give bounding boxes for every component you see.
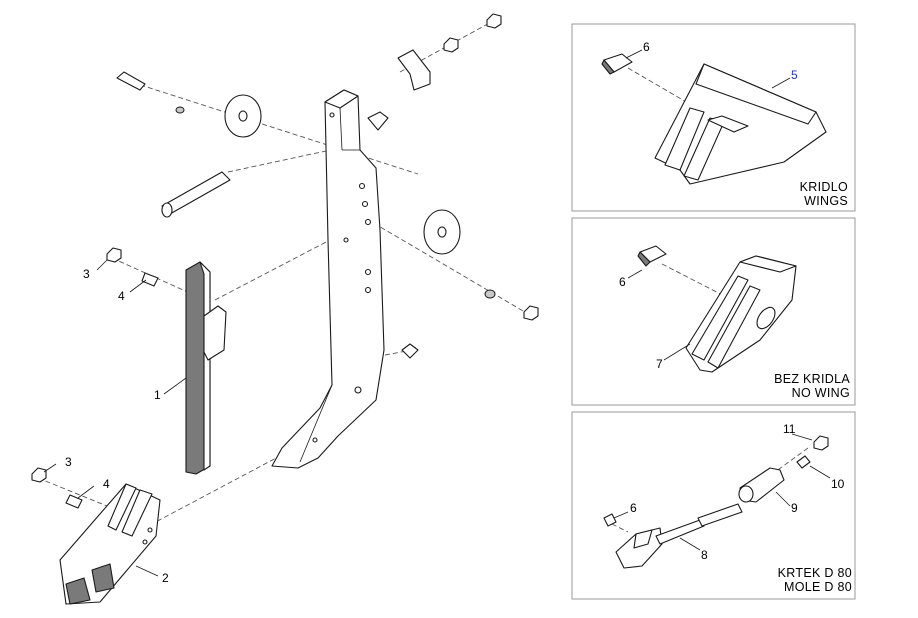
panel-mole-caption-en: MOLE D 80 [783, 580, 852, 594]
upper-fasteners [106, 247, 159, 287]
panel-mole [571, 411, 856, 600]
top-bolt [116, 71, 262, 138]
long-pin [161, 171, 231, 218]
callout-6-mole: 6 [630, 501, 637, 515]
callout-2: 2 [162, 571, 169, 585]
callout-3-lower: 3 [65, 455, 72, 469]
panel-mole-caption-cz: KRTEK D 80 [777, 566, 852, 580]
bracket-plate [397, 49, 431, 91]
callout-6-no-wing: 6 [619, 275, 626, 289]
part-1-shank-guard [185, 261, 227, 475]
panel-wings-caption: KRIDLO WINGS [740, 180, 848, 208]
callout-9: 9 [791, 501, 798, 515]
panel-no-wing-caption-en: NO WING [791, 386, 850, 400]
callout-6-wings: 6 [643, 40, 650, 54]
shank-frame [271, 89, 385, 469]
part-2-share [59, 483, 161, 605]
top-nuts [443, 13, 502, 53]
callout-5: 5 [791, 68, 798, 82]
right-washer [423, 209, 539, 321]
panel-wings-caption-cz: KRIDLO [799, 180, 848, 194]
panel-wings [571, 23, 856, 212]
callout-1: 1 [154, 388, 161, 402]
panel-no-wing-callouts: 6 7 [619, 269, 691, 371]
main-callouts: 1 2 3 3 4 4 [43, 259, 187, 585]
panel-wings-caption-en: WINGS [804, 194, 848, 208]
callout-7: 7 [656, 357, 663, 371]
panel-mole-callouts: 11 10 9 8 6 [613, 422, 845, 562]
shear-bolts [367, 111, 419, 359]
callout-11: 11 [783, 422, 796, 436]
callout-4-lower: 4 [103, 477, 110, 491]
callout-4-upper: 4 [118, 289, 125, 303]
lower-fasteners [31, 467, 83, 509]
callout-10: 10 [831, 477, 845, 491]
callout-3-upper: 3 [83, 267, 90, 281]
panel-no-wing [571, 217, 856, 406]
panel-mole-caption: KRTEK D 80 MOLE D 80 [740, 566, 852, 594]
panel-no-wing-caption: BEZ KRIDLA NO WING [740, 372, 850, 400]
panel-no-wing-caption-cz: BEZ KRIDLA [774, 372, 850, 386]
callout-8: 8 [701, 548, 708, 562]
panel-wings-callouts: 6 5 [625, 40, 798, 89]
